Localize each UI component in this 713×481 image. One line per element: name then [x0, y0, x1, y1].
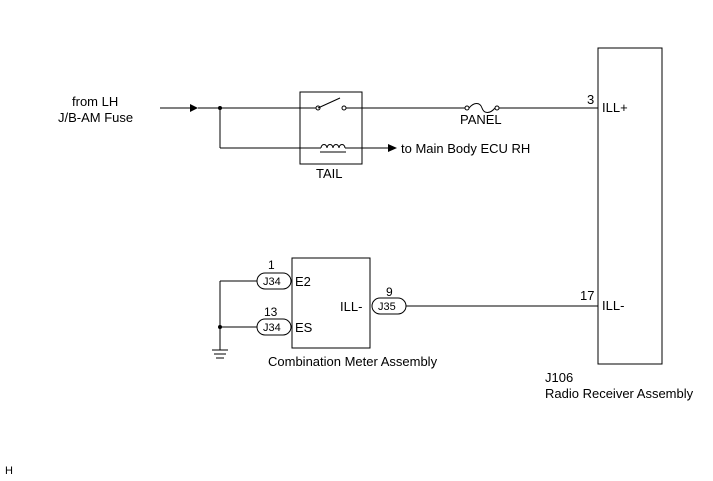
radio-pin-3-name: ILL+: [602, 100, 628, 115]
meter-pin-ill-minus-name: ILL-: [340, 299, 362, 314]
source-label-line1: from LH: [72, 94, 118, 109]
ecu-output-label: to Main Body ECU RH: [401, 141, 530, 156]
meter-pin-1-number: 1: [268, 258, 275, 272]
radio-receiver-box: [597, 47, 663, 365]
connector-j35: J35: [371, 297, 407, 315]
radio-name-label: Radio Receiver Assembly: [545, 386, 694, 401]
branch-wire: [219, 108, 300, 149]
meter-pin-13-number: 13: [264, 305, 278, 319]
connector-j34-e2: J34: [256, 272, 292, 290]
meter-pin-9-number: 9: [386, 285, 393, 299]
connector-j34-es: J34: [256, 318, 292, 336]
meter-name-label: Combination Meter Assembly: [268, 354, 438, 369]
relay-coil-icon: [300, 144, 362, 153]
fuse-icon: [464, 103, 500, 113]
ground-wires: [219, 280, 257, 350]
meter-pin-es-name: ES: [295, 320, 313, 335]
connector-j34-e2-label: J34: [263, 276, 281, 288]
combination-meter-box: [291, 257, 371, 349]
corner-mark: H: [5, 465, 13, 477]
ecu-output-wire: [362, 144, 397, 152]
radio-pin-3-number: 3: [587, 92, 594, 107]
radio-pin-17-number: 17: [580, 288, 594, 303]
radio-pin-17-name: ILL-: [602, 298, 624, 313]
meter-pin-e2-name: E2: [295, 274, 311, 289]
connector-j34-es-label: J34: [263, 322, 281, 334]
radio-id-label: J106: [545, 370, 573, 385]
source-label-line2: J/B-AM Fuse: [58, 110, 133, 125]
fuse-label: PANEL: [460, 112, 502, 127]
tail-relay: [299, 91, 363, 165]
ground-junction-dot: [218, 325, 222, 329]
relay-switch-icon: [300, 97, 362, 111]
tail-relay-label: TAIL: [316, 166, 343, 181]
ground-icon: [212, 349, 228, 359]
connector-j35-label: J35: [378, 301, 396, 313]
input-wire: [160, 104, 300, 112]
